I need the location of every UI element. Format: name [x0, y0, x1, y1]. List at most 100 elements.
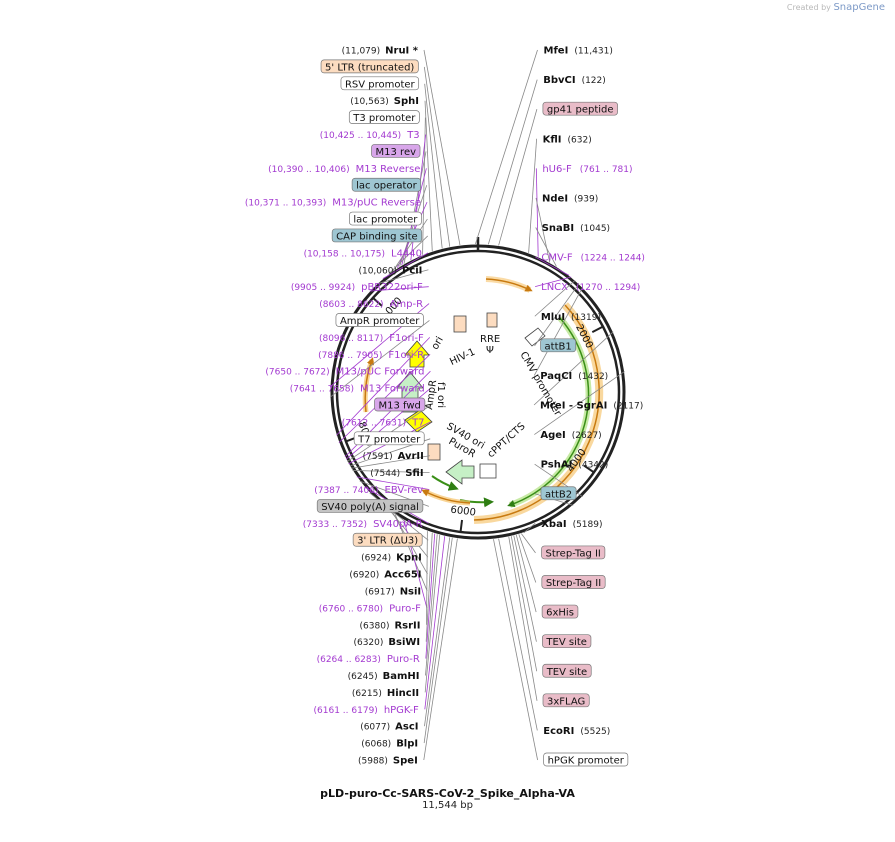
leader-lines-right: [475, 49, 625, 761]
feature-box: [541, 575, 606, 589]
primer-position: (10,390 .. 10,406): [268, 165, 349, 175]
leader-line: [534, 371, 625, 435]
enzyme-position: (11,079): [342, 47, 381, 57]
primer-name: M13/pUC Forward: [336, 367, 425, 378]
right-label-enzyme: MfeI(11,431): [544, 46, 613, 57]
enzyme-name: PaqCI: [540, 371, 572, 382]
leader-line: [336, 337, 431, 436]
leader-line: [329, 320, 430, 398]
enzyme-name: SphI: [394, 96, 419, 107]
leader-line: [424, 100, 433, 252]
leader-line: [508, 536, 538, 701]
enzyme-name: SnaBI: [542, 223, 574, 234]
right-label-enzyme: EcoRI(5525): [543, 726, 610, 737]
leader-line: [493, 539, 538, 761]
right-label-feature: Strep-Tag II: [541, 575, 606, 589]
primer-position: (7333 .. 7352): [303, 520, 367, 530]
right-label-enzyme: AgeI(2627): [540, 430, 601, 441]
right-label-feature: attB1: [540, 338, 577, 353]
feature-cppt: [479, 463, 497, 479]
left-label-feature: CAP binding site: [331, 228, 423, 243]
primer-position: (6264 .. 6283): [317, 655, 381, 665]
primer-name: hU6-F: [542, 164, 572, 175]
leader-line: [369, 286, 429, 292]
enzyme-name: KpnI: [396, 553, 422, 564]
snapgene-watermark: Created by SnapGene: [787, 2, 885, 13]
feature-box: [371, 144, 421, 158]
left-label-primer: T3(10,425 .. 10,445): [320, 130, 420, 141]
right-label-feature: 6xHis: [541, 604, 579, 619]
primer-position: (8096 .. 8117): [319, 334, 383, 344]
enzyme-name: AvrII: [398, 451, 424, 462]
enzyme-position: (5988): [358, 757, 388, 767]
right-label-enzyme: XbaI(5189): [541, 519, 602, 530]
feature-box: [331, 228, 423, 243]
leader-line: [510, 536, 538, 672]
plasmid-length: 11,544 bp: [422, 800, 473, 811]
enzyme-position: (1319): [571, 313, 601, 323]
leader-line: [528, 138, 538, 253]
labels-right: MfeI(11,431)BbvCI(122)gp41 peptideKflI(6…: [540, 46, 645, 767]
enzyme-position: (939): [574, 194, 598, 204]
inner-label-psi: Ψ: [486, 345, 494, 356]
feature-box: [542, 634, 592, 649]
primer-name: L4440: [391, 248, 422, 259]
enzyme-name: KflI: [543, 134, 562, 145]
right-label-primer: CMV-F (1224 .. 1244): [541, 253, 645, 264]
enzyme-name: BlpI: [396, 739, 418, 750]
leader-line: [351, 455, 430, 469]
right-label-enzyme: KflI(632): [543, 134, 592, 145]
inner-label-cppt-cts: cPPT/CTS: [486, 421, 528, 460]
primer-position: (7886 .. 7905): [318, 351, 382, 361]
enzyme-position: (7544): [370, 469, 400, 479]
enzyme-position: (6917): [365, 587, 395, 597]
primer-position: (1224 .. 1244): [581, 254, 645, 264]
feature-box: [374, 397, 426, 412]
plasmid-title: pLD-puro-Cc-SARS-CoV-2_Spike_Alpha-VA: [320, 787, 575, 800]
feature-name: T3 promoter: [352, 113, 416, 124]
feature-name: TEV site: [545, 637, 587, 648]
feature-name: M13 fwd: [378, 401, 420, 412]
leader-line: [425, 534, 438, 676]
ruler-tick: [591, 325, 604, 334]
primer-position: (10,425 .. 10,445): [320, 131, 401, 141]
primer-name: CMV-F: [541, 253, 572, 264]
feature-box: [352, 532, 423, 547]
inner-label-rre: RRE: [480, 334, 500, 345]
feature-name: 3' LTR (ΔU3): [357, 536, 418, 547]
left-label-feature: T3 promoter: [348, 110, 420, 124]
enzyme-position: (2117): [613, 402, 643, 412]
feature-name: attB2: [545, 489, 572, 500]
enzyme-position: (4342): [578, 461, 608, 471]
feature-name: TEV site: [546, 667, 588, 678]
leader-line: [533, 331, 614, 406]
feature-arc-ltr-5: [485, 276, 532, 293]
left-label-enzyme: HincII(6215): [352, 688, 419, 699]
enzyme-position: (10,060): [358, 266, 397, 276]
enzyme-name: MluI: [541, 312, 565, 323]
enzyme-name: BsiWI: [388, 637, 420, 648]
feature-arrow-spike-orange: [473, 304, 600, 521]
feature-box: [540, 338, 577, 353]
leader-line: [515, 534, 537, 613]
primer-name: Amp-R: [390, 299, 424, 310]
feature-box: [320, 59, 419, 74]
enzyme-position: (10,563): [350, 97, 389, 107]
feature-box: [540, 486, 577, 501]
leader-line: [382, 252, 429, 279]
feature-arrow-ltr-5: [485, 278, 533, 292]
left-label-enzyme: BsiWI (6320): [353, 637, 420, 648]
enzyme-position: (6924): [361, 554, 391, 564]
left-label-primer: M13 Forward(7641 .. 7658): [290, 384, 425, 395]
enzyme-position: (6320): [353, 638, 383, 648]
primer-name: F1ori-F: [389, 333, 424, 344]
left-label-enzyme: SpeI(5988): [358, 756, 418, 767]
feature-name: Strep-Tag II: [546, 548, 601, 559]
enzyme-name: NdeI: [542, 193, 568, 204]
feature-box: [543, 752, 629, 767]
left-label-primer: Amp-R(8603 .. 8622): [319, 299, 423, 310]
leader-line: [475, 49, 538, 245]
primer-position: (7612 .. 7631): [342, 418, 406, 428]
feature-box: [542, 101, 618, 116]
feature-arrow-orange-left: [364, 357, 374, 413]
